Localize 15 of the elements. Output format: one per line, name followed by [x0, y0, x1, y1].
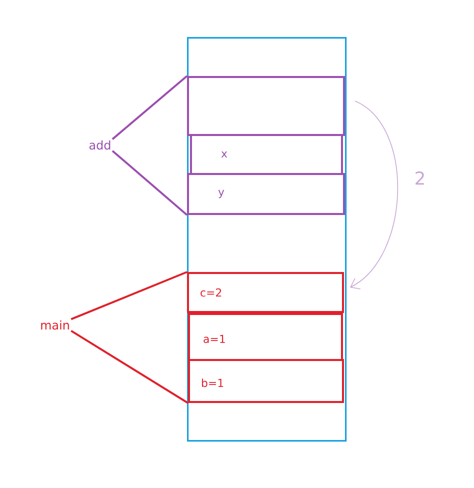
stack-frame [187, 37, 347, 442]
variable-box: c=2 [187, 272, 344, 313]
bracket-line [70, 271, 188, 320]
variable-box: y [187, 173, 345, 215]
function-label: main [41, 320, 69, 330]
bracket-line [70, 330, 189, 404]
edge-label: 2 [413, 170, 427, 186]
variable-box: a=1 [188, 313, 343, 361]
variable-box: x [190, 134, 343, 175]
curved-arrow [350, 100, 398, 290]
bracket-line [112, 150, 188, 216]
frame-box [187, 76, 345, 136]
function-label: add [89, 140, 110, 150]
variable-box: b=1 [188, 359, 344, 403]
bracket-line [112, 75, 188, 140]
